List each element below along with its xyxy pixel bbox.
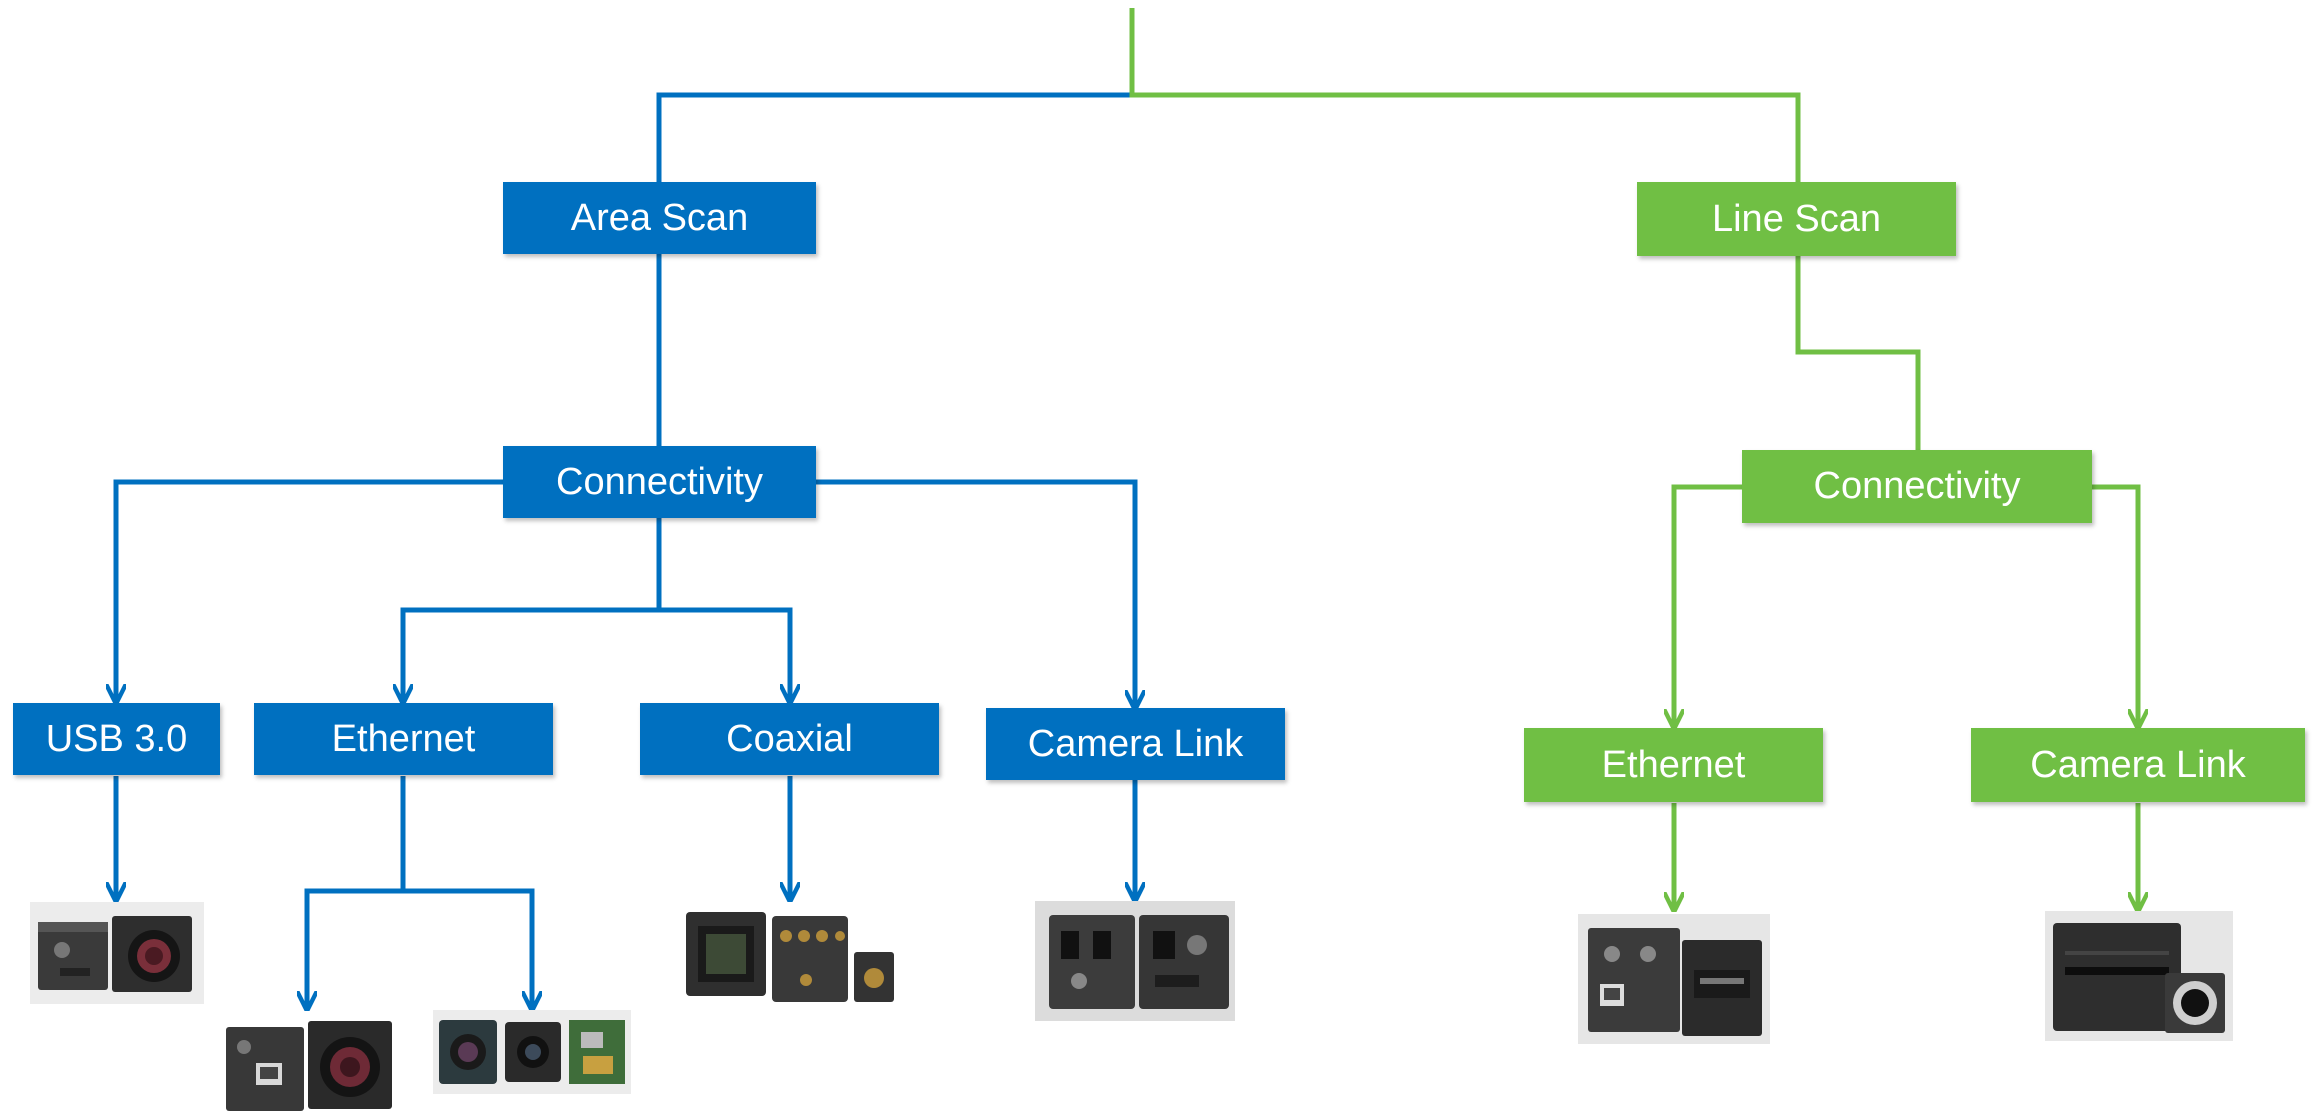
line-camera-link-label: Camera Link xyxy=(2030,743,2246,786)
root-to-area-scan-line xyxy=(656,92,1132,183)
area-ethernet-box: Ethernet xyxy=(254,703,553,775)
line-camera-link-box: Camera Link xyxy=(1971,728,2305,802)
line-scan-box: Line Scan xyxy=(1637,182,1956,256)
usb-3-0-label: USB 3.0 xyxy=(45,717,188,760)
ethernet-to-board-photo-arrow xyxy=(403,888,532,1007)
line-ethernet-box: Ethernet xyxy=(1524,728,1823,802)
board-cameras-drawing xyxy=(439,1020,625,1084)
line-scan-ethernet-camera-photo xyxy=(1578,914,1770,1044)
line-scan-to-connectivity-line xyxy=(1795,256,1921,450)
line-connectivity-label: Connectivity xyxy=(1813,465,2021,507)
area-scan-box: Area Scan xyxy=(503,182,816,254)
usb-camera-drawing xyxy=(38,916,192,992)
usb-3-0-camera-photo xyxy=(30,902,204,1004)
root-to-line-scan-line xyxy=(1129,8,1801,183)
coaxial-cameras-drawing xyxy=(686,912,894,1002)
ethernet-camera-photo xyxy=(220,1011,400,1115)
area-camera-link-label: Camera Link xyxy=(1027,722,1244,765)
line-ethernet-label: Ethernet xyxy=(1601,743,1746,786)
area-camera-link-box: Camera Link xyxy=(986,708,1285,780)
usb-3-0-box: USB 3.0 xyxy=(13,703,220,775)
line-connectivity-box: Connectivity xyxy=(1742,450,2092,523)
coaxial-box: Coaxial xyxy=(640,703,939,775)
coaxial-cameras-photo xyxy=(682,902,900,1009)
board-level-cameras-photo xyxy=(433,1010,631,1094)
area-connectivity-label: Connectivity xyxy=(556,460,763,503)
area-connectivity-box: Connectivity xyxy=(503,446,816,518)
line-scan-camera-link-camera-photo xyxy=(2045,911,2233,1041)
camera-link-cameras-drawing xyxy=(1049,915,1229,1009)
connectivity-to-ethernet-arrow xyxy=(403,518,662,700)
connectivity-to-camera-link-arrow xyxy=(815,479,1135,706)
line-ethernet-camera-drawing xyxy=(1588,928,1762,1036)
area-ethernet-label: Ethernet xyxy=(331,717,476,760)
coaxial-label: Coaxial xyxy=(726,717,853,760)
ethernet-to-photos-line xyxy=(307,776,406,1007)
connectivity-to-usb-arrow xyxy=(116,479,505,700)
area-scan-label: Area Scan xyxy=(570,196,749,239)
connectivity-to-coaxial-arrow xyxy=(659,607,790,700)
line-connectivity-to-camera-link-arrow xyxy=(2092,484,2138,725)
line-scan-label: Line Scan xyxy=(1711,197,1881,240)
line-connectivity-to-ethernet-arrow xyxy=(1674,484,1742,725)
camera-link-cameras-photo xyxy=(1035,901,1235,1021)
line-camera-link-camera-drawing xyxy=(2053,923,2225,1033)
ethernet-camera-drawing xyxy=(226,1021,392,1111)
